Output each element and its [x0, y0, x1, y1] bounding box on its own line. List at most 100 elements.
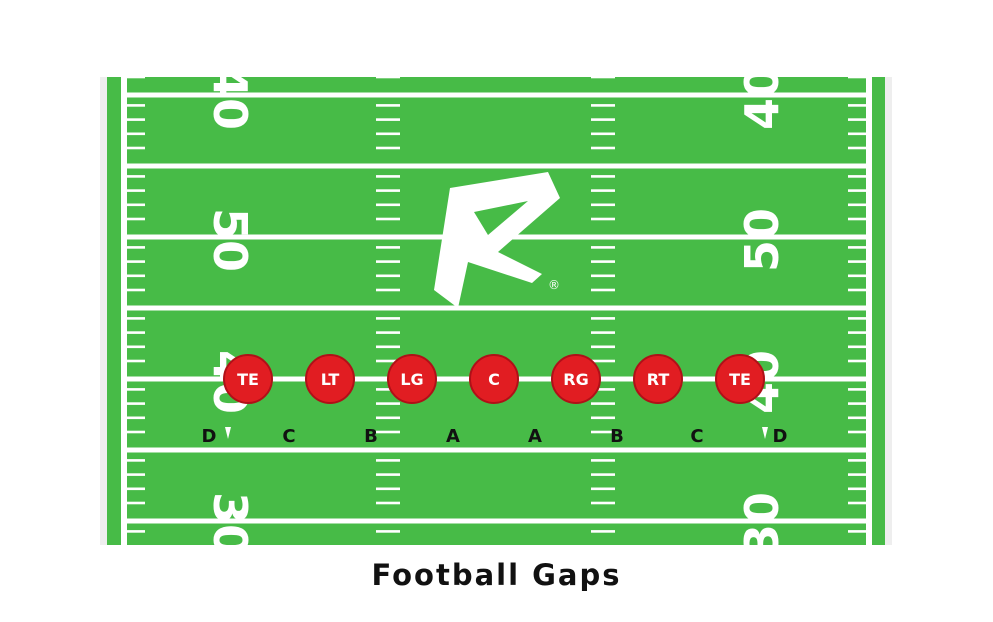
- hash-mark: [127, 146, 145, 150]
- hash-mark: [376, 459, 400, 462]
- hash-mark: [591, 104, 615, 107]
- hash-mark: [127, 317, 145, 320]
- hash-mark: [591, 402, 615, 405]
- hash-mark: [127, 175, 145, 178]
- hash-mark: [848, 189, 866, 192]
- hash-mark: [848, 132, 866, 136]
- player-marker: [387, 354, 437, 404]
- hash-mark: [127, 132, 145, 136]
- hash-mark: [848, 331, 866, 334]
- player-marker: [223, 354, 273, 404]
- hash-mark: [376, 104, 400, 107]
- hash-mark: [848, 217, 866, 221]
- hash-mark: [591, 501, 615, 505]
- yard-line: [121, 163, 872, 169]
- hash-mark: [591, 317, 615, 320]
- diagram-title: Football Gaps: [371, 558, 622, 592]
- hash-mark: [376, 118, 400, 121]
- hash-mark: [848, 459, 866, 462]
- hash-mark: [127, 260, 145, 263]
- hash-mark: [848, 274, 866, 278]
- hash-mark: [848, 430, 866, 434]
- hash-mark: [376, 345, 400, 349]
- hash-mark: [591, 118, 615, 121]
- hash-mark: [591, 175, 615, 178]
- hash-mark: [848, 530, 866, 533]
- gap-label: B: [610, 426, 624, 447]
- hash-mark: [376, 388, 400, 391]
- hash-mark: [591, 288, 615, 292]
- hash-mark: [848, 104, 866, 107]
- sideline-left: [121, 77, 127, 545]
- hash-mark: [591, 359, 615, 363]
- hash-mark: [848, 260, 866, 263]
- hash-mark: [591, 203, 615, 207]
- gap-label: A: [528, 426, 542, 447]
- hash-mark: [591, 345, 615, 349]
- hash-mark: [127, 459, 145, 462]
- hash-mark: [848, 345, 866, 349]
- hash-mark: [591, 260, 615, 263]
- player-marker: [633, 354, 683, 404]
- hash-mark: [848, 175, 866, 178]
- hash-mark: [127, 473, 145, 476]
- hash-mark: [376, 288, 400, 292]
- hash-mark: [591, 331, 615, 334]
- hash-mark: [127, 359, 145, 363]
- hash-mark: [848, 203, 866, 207]
- player-label: LT: [321, 370, 340, 389]
- hash-mark: [376, 189, 400, 192]
- hash-mark: [127, 274, 145, 278]
- hash-mark: [848, 317, 866, 320]
- player-label: RT: [647, 370, 670, 389]
- hash-mark: [848, 402, 866, 405]
- hash-mark: [591, 75, 615, 79]
- hash-mark: [127, 288, 145, 292]
- hash-mark: [376, 175, 400, 178]
- player-label: RG: [563, 370, 588, 389]
- player-marker: [551, 354, 601, 404]
- hash-mark: [376, 203, 400, 207]
- hash-mark: [127, 416, 145, 420]
- hash-mark: [848, 416, 866, 420]
- hash-mark: [127, 345, 145, 349]
- hash-mark: [376, 317, 400, 320]
- hash-mark: [127, 388, 145, 391]
- yard-number-right: 40: [735, 66, 789, 130]
- hash-mark: [127, 430, 145, 434]
- player-label: TE: [729, 370, 751, 389]
- hash-mark: [127, 118, 145, 121]
- hash-mark: [848, 75, 866, 79]
- hash-mark: [848, 359, 866, 363]
- hash-mark: [376, 501, 400, 505]
- gap-d-left-arrow-icon: [225, 427, 231, 439]
- hash-mark: [376, 402, 400, 405]
- hash-mark: [591, 487, 615, 491]
- hash-mark: [127, 189, 145, 192]
- hash-mark: [591, 146, 615, 150]
- hash-mark: [376, 274, 400, 278]
- hash-mark: [127, 104, 145, 107]
- hash-mark: [848, 246, 866, 249]
- hash-mark: [127, 246, 145, 249]
- hash-mark: [376, 487, 400, 491]
- yard-line: [121, 447, 872, 453]
- logo-r-shape: [434, 172, 560, 308]
- hash-mark: [376, 217, 400, 221]
- yard-number-right: 30: [735, 492, 789, 556]
- hash-mark: [376, 530, 400, 533]
- hash-mark: [376, 331, 400, 334]
- hash-mark: [127, 75, 145, 79]
- hash-mark: [591, 274, 615, 278]
- hash-mark: [591, 473, 615, 476]
- logo-trademark: ®: [548, 278, 560, 292]
- hash-mark: [591, 217, 615, 221]
- hash-mark: [127, 487, 145, 491]
- hash-mark: [127, 331, 145, 334]
- hash-mark: [591, 246, 615, 249]
- hash-mark: [127, 530, 145, 533]
- hash-mark: [591, 430, 615, 434]
